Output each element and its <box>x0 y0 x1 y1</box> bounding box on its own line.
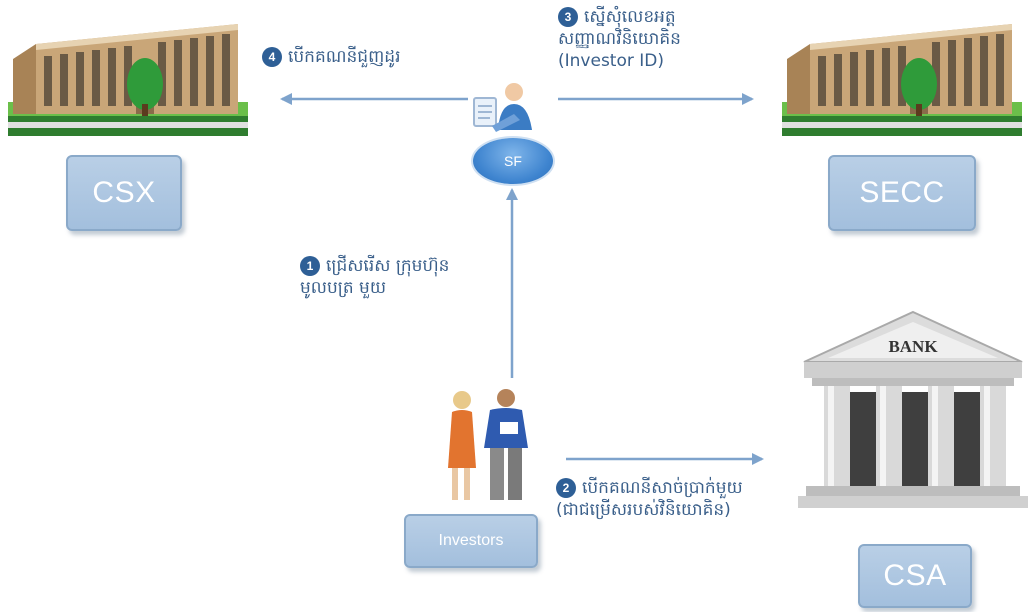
step-3-line3: (Investor ID) <box>558 51 664 71</box>
step-4-label: 4 បើកគណនីជួញដូរ <box>262 46 400 68</box>
step-3-line2: សញ្ញាណវិនិយោគិន <box>558 29 681 49</box>
step-2-label: 2 បើកគណនីសាច់ប្រាក់មួយ (ជាជម្រើសរបស់វិនិយ… <box>556 477 743 521</box>
step-2-line1: បើកគណនីសាច់ប្រាក់មួយ <box>582 478 743 498</box>
secc-building-image <box>782 24 1022 136</box>
bank-building-image <box>798 310 1028 508</box>
csx-building-image <box>8 24 248 136</box>
step-2-line2: (ជាជម្រើសរបស់វិនិយោគិន) <box>556 500 731 520</box>
step-1-badge: 1 <box>300 256 320 276</box>
sf-agent-icon <box>473 83 532 132</box>
secc-box: SECC <box>828 155 976 231</box>
bank-sign: BANK <box>888 337 938 356</box>
step-3-badge: 3 <box>558 7 578 27</box>
sf-node: SF <box>473 138 553 184</box>
investors-people-image <box>448 389 528 500</box>
step-4-badge: 4 <box>262 47 282 67</box>
investors-box: Investors <box>404 514 538 568</box>
step-1-label: 1 ជ្រើសរើស ក្រុមហ៊ុន មូលបត្រ មួយ <box>300 255 449 299</box>
step-3-label: 3 ស្នើសុំលេខអត្ត សញ្ញាណវិនិយោគិន (Investo… <box>558 6 681 72</box>
csx-box: CSX <box>66 155 182 231</box>
step-1-line1: ជ្រើសរើស ក្រុមហ៊ុន <box>326 256 450 276</box>
csa-box: CSA <box>858 544 972 608</box>
step-3-line1: ស្នើសុំលេខអត្ត <box>584 7 676 27</box>
step-4-line1: បើកគណនីជួញដូរ <box>288 47 401 67</box>
step-1-line2: មូលបត្រ មួយ <box>300 278 387 298</box>
step-2-badge: 2 <box>556 478 576 498</box>
